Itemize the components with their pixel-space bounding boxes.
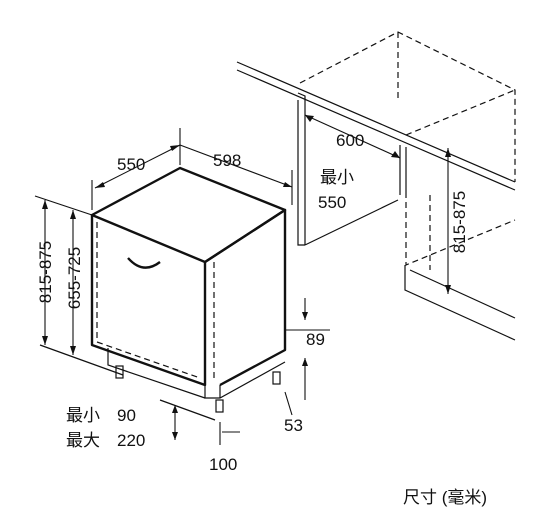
niche-width-label: 600 bbox=[336, 131, 364, 150]
plinth-max-label: 220 bbox=[117, 431, 145, 450]
niche-dimensions bbox=[304, 114, 451, 294]
niche-depth-prefix: 最小 bbox=[320, 168, 354, 187]
niche-height-label: 815-875 bbox=[450, 191, 469, 253]
depth-label: 550 bbox=[117, 155, 145, 174]
total-height-label: 815-875 bbox=[36, 241, 55, 303]
width-label: 598 bbox=[213, 151, 241, 170]
dimension-labels: 550 598 600 最小 550 815-875 815-875 655-7… bbox=[36, 131, 487, 507]
dishwasher-dimensions bbox=[34, 128, 330, 445]
niche-depth-label: 550 bbox=[318, 193, 346, 212]
plinth-min-prefix: 最小 bbox=[66, 406, 100, 425]
plinth-gap-label: 89 bbox=[306, 330, 325, 349]
plinth-offset-label: 53 bbox=[284, 416, 303, 435]
plinth-max-prefix: 最大 bbox=[66, 431, 100, 450]
plinth-depth-label: 100 bbox=[209, 455, 237, 474]
plinth-min-label: 90 bbox=[117, 406, 136, 425]
cabinet-niche bbox=[236, 31, 516, 341]
unit-note: 尺寸 (毫米) bbox=[403, 488, 487, 507]
door-height-label: 655-725 bbox=[65, 247, 84, 309]
dishwasher bbox=[39, 166, 287, 421]
